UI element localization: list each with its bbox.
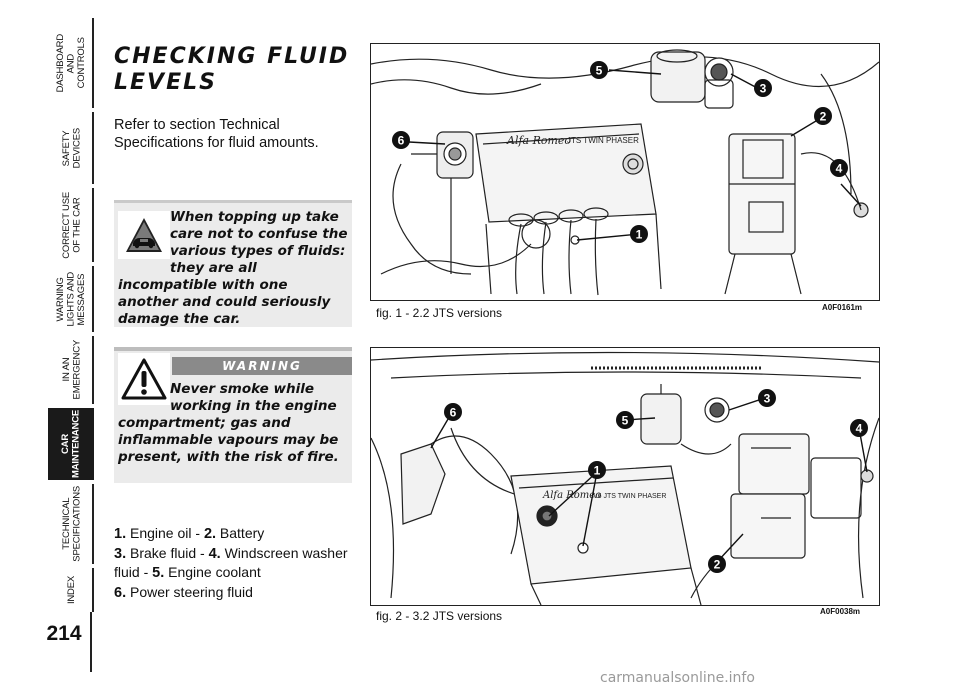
caution-note: When topping up take care not to confuse… [114,200,352,327]
warning-text: Never smoke while working in the engine … [118,381,339,465]
tab-label: WARNING LIGHTS AND MESSAGES [55,271,88,327]
callout-5-label: 5 [622,414,629,428]
callout-4-label: 4 [836,162,843,176]
legend-num: 6. [114,584,127,601]
legend-num: 3. [114,545,127,562]
callout-marker [708,555,726,573]
tab-rail [90,612,92,672]
tab-safety-devices[interactable]: SAFETY DEVICES [52,112,94,184]
engine-label-2: V6 JTS TWIN PHASER [593,493,666,500]
callout-marker [758,389,776,407]
callout-4-label: 4 [856,422,863,436]
tab-correct-use[interactable]: CORRECT USE OF THE CAR [52,188,94,262]
callout-2-label: 2 [714,558,721,572]
callout-marker [588,461,606,479]
callout-3-label: 3 [764,392,771,406]
callout-marker [630,225,648,243]
legend-item: Brake fluid [129,544,197,561]
legend-item: Power steering fluid [129,583,253,600]
callout-marker [814,107,832,125]
page-number: 214 [46,622,82,645]
legend-item: Engine coolant [168,564,261,580]
legend-item: Engine oil [129,525,192,541]
legend-num: 2. [203,526,217,542]
figure-2-code: A0F0038m [820,607,861,616]
engine-bay-drawing-2: Alfa Romeo V6 JTS TWIN PHASER 1 2 3 4 5 … [371,351,879,605]
tab-label: SAFETY DEVICES [60,127,83,169]
callout-marker [392,131,410,149]
warning-heading: WARNING [172,357,352,375]
callout-marker [616,411,634,429]
tab-label: DASHBOARD AND CONTROLS [55,33,88,93]
warning-triangle-icon [118,353,170,405]
callout-marker [590,61,608,79]
legend-num: 4. [208,545,221,562]
engine-label-1: JTS TWIN PHASER [567,136,639,145]
legend-item: Windscreen washer fluid [114,544,348,581]
title-line-1: CHECKING FLUID [114,44,350,69]
figure-2-caption: fig. 2 - 3.2 JTS versions [376,609,503,623]
tab-dashboard-and-controls[interactable]: DASHBOARD AND CONTROLS [52,18,94,108]
callout-5-label: 5 [596,64,603,78]
engine-brand-1: Alfa Romeo [506,134,571,147]
tab-label: INDEX [65,575,77,605]
callout-3-label: 3 [760,82,767,96]
tab-index[interactable]: INDEX [52,568,94,612]
tab-label: CAR MAINTENANCE [59,410,82,478]
tab-label: TECHNICAL SPECIFICATIONS [60,486,83,562]
callout-1-label: 1 [636,228,643,242]
watermark: carmanualsonline.info [600,670,755,686]
section-title: CHECKING FLUID LEVELS [114,44,349,96]
callout-2-label: 2 [820,110,827,124]
engine-bay-drawing-1: Alfa Romeo JTS TWIN PHASER 1 2 3 4 5 6 [371,49,879,296]
tab-label: CORRECT USE OF THE CAR [60,191,83,259]
tab-label: IN AN EMERGENCY [60,340,83,400]
callout-marker [444,403,462,421]
legend-item: Battery [219,525,265,541]
legend-num: 5. [152,565,165,581]
legend-num: 1. [114,526,127,542]
figure-legend: 1. Engine oil - 2. Battery 3. Brake flui… [114,525,348,601]
callout-marker [754,79,772,97]
callout-1-label: 1 [594,464,601,478]
caution-text: When topping up take care not to confuse… [118,209,348,327]
engine-figure-1: Alfa Romeo JTS TWIN PHASER 1 2 3 4 5 6 [370,43,880,301]
figure-1-code: A0F0161m [822,303,863,312]
figure-1-caption: fig. 1 - 2.2 JTS versions [376,306,503,320]
tab-in-an-emergency[interactable]: IN AN EMERGENCY [52,336,94,404]
tab-car-maintenance[interactable]: CAR MAINTENANCE [48,408,94,480]
callout-6-label: 6 [398,134,405,148]
tab-technical-specifications[interactable]: TECHNICAL SPECIFICATIONS [52,484,94,564]
warning-note: WARNING Never smoke while working in the… [114,347,352,483]
callout-6-label: 6 [450,406,457,420]
intro-text: Refer to section Technical Specification… [114,117,319,151]
section-tabs: DASHBOARD AND CONTROLS SAFETY DEVICES CO… [0,0,95,692]
callout-marker [850,419,868,437]
engine-figure-2: Alfa Romeo V6 JTS TWIN PHASER 1 2 3 4 5 … [370,347,880,606]
callout-marker [830,159,848,177]
title-line-2: LEVELS [114,70,217,95]
tab-warning-lights[interactable]: WARNING LIGHTS AND MESSAGES [52,266,94,332]
car-fluid-icon [118,211,170,259]
